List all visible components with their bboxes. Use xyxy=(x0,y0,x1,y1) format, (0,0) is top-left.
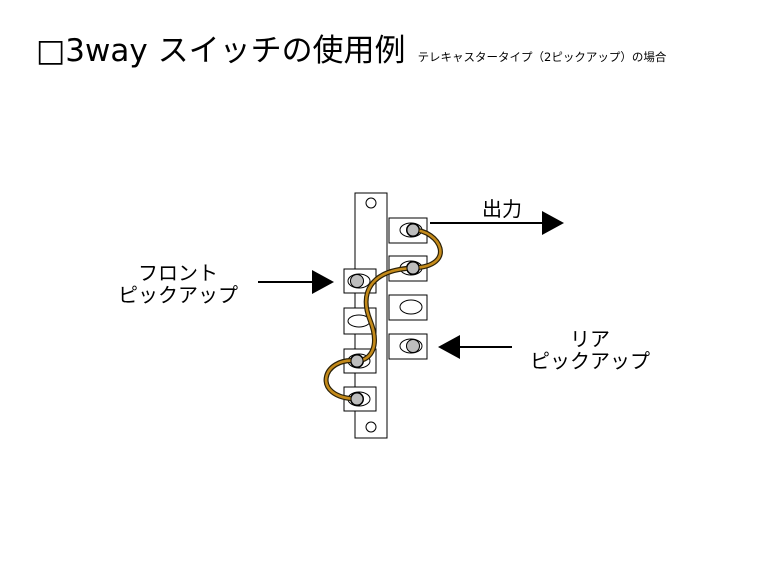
terminal-left-3 xyxy=(350,354,364,368)
rear-pickup-label-line2: ピックアップ xyxy=(530,349,650,373)
rear-pickup-label-line1: リア xyxy=(570,327,610,351)
title-main: □3way スイッチの使用例 xyxy=(36,33,406,69)
jumper-wire-bottom xyxy=(323,358,360,402)
jumper-wire-middle xyxy=(354,265,416,364)
front-pickup-label: フロント ピックアップ xyxy=(100,262,256,306)
front-pickup-arrow xyxy=(258,270,334,294)
lug-right-4 xyxy=(388,333,428,360)
terminal-right-2 xyxy=(406,261,420,275)
page-title: □3way スイッチの使用例 テレキャスタータイプ（2ピックアップ）の場合 xyxy=(36,36,666,86)
terminal-left-4 xyxy=(350,392,364,406)
title-subtitle: テレキャスタータイプ（2ピックアップ）の場合 xyxy=(417,50,667,64)
terminal-output xyxy=(406,223,420,237)
jumper-wire-top xyxy=(410,227,443,271)
rear-pickup-label: リア ピックアップ xyxy=(512,328,668,372)
output-arrow xyxy=(430,211,564,235)
output-label: 出力 xyxy=(482,197,522,221)
lug-right-3 xyxy=(388,294,428,321)
front-pickup-label-line2: ピックアップ xyxy=(118,283,238,307)
front-pickup-label-line1: フロント xyxy=(138,261,218,285)
mounting-hole-bottom xyxy=(365,421,377,433)
mounting-hole-top xyxy=(365,197,377,209)
rear-pickup-arrow xyxy=(438,335,512,359)
